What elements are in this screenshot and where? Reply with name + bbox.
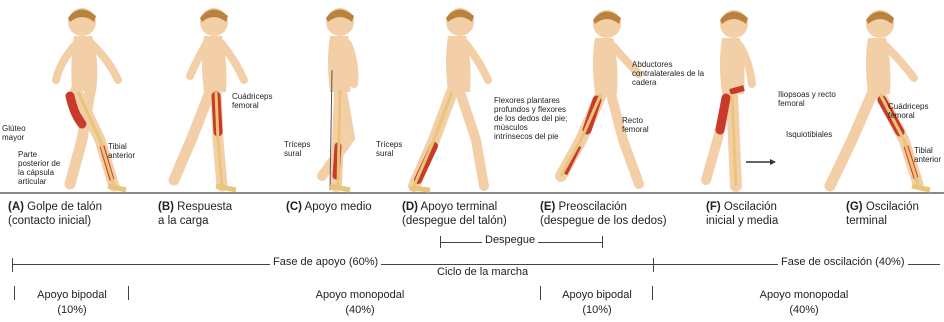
caption-e-letter: (E) bbox=[540, 201, 555, 213]
caption-c-title: Apoyo medio bbox=[305, 201, 372, 213]
support-monopodal-2-name: Apoyo monopodal bbox=[760, 289, 849, 301]
label-flexores-plantares: Flexores plantares profundos y flexores … bbox=[494, 96, 568, 141]
caption-g: (G) Oscilación terminal bbox=[846, 200, 919, 228]
fase-apoyo-label: Fase de apoyo (60%) bbox=[270, 256, 381, 268]
caption-g-subtitle: terminal bbox=[846, 215, 887, 227]
support-tick-1 bbox=[14, 286, 15, 300]
caption-a: (A) Golpe de talón (contacto inicial) bbox=[8, 200, 102, 228]
caption-d-letter: (D) bbox=[402, 201, 418, 213]
caption-f-letter: (F) bbox=[706, 201, 721, 213]
figure-c-mid-stance bbox=[290, 0, 400, 196]
caption-d-title: Apoyo terminal bbox=[421, 201, 498, 213]
caption-b-subtitle: a la carga bbox=[158, 215, 209, 227]
support-monopodal-1-pct: (40%) bbox=[345, 304, 374, 316]
caption-a-subtitle: (contacto inicial) bbox=[8, 215, 91, 227]
support-tick-4 bbox=[652, 286, 653, 300]
fase-tick-left bbox=[12, 258, 13, 272]
caption-c: (C) Apoyo medio bbox=[286, 200, 372, 214]
figure-g-terminal-swing bbox=[820, 0, 944, 196]
caption-b-title: Respuesta bbox=[177, 201, 232, 213]
support-monopodal-2-pct: (40%) bbox=[789, 304, 818, 316]
caption-e: (E) Preoscilación (despegue de los dedos… bbox=[540, 200, 667, 228]
caption-b: (B) Respuesta a la carga bbox=[158, 200, 232, 228]
support-tick-3 bbox=[540, 286, 541, 300]
label-cuadriceps-g: Cuádriceps femoral bbox=[888, 102, 942, 120]
label-triceps-c: Tríceps sural bbox=[284, 140, 320, 158]
support-tick-2 bbox=[128, 286, 129, 300]
label-gluteo-mayor: Glúteo mayor bbox=[2, 124, 36, 142]
label-abductores: Abductores contralaterales de la cadera bbox=[632, 60, 708, 87]
label-tibial-anterior-a: Tibial anterior bbox=[108, 142, 146, 160]
support-bipodal-1: Apoyo bipodal (10%) bbox=[18, 288, 126, 318]
caption-b-letter: (B) bbox=[158, 201, 174, 213]
caption-c-letter: (C) bbox=[286, 201, 302, 213]
support-monopodal-1: Apoyo monopodal (40%) bbox=[290, 288, 430, 318]
caption-a-letter: (A) bbox=[8, 201, 24, 213]
label-recto-femoral: Recto femoral bbox=[622, 116, 656, 134]
support-bipodal-1-name: Apoyo bipodal bbox=[37, 289, 107, 301]
support-bipodal-2-pct: (10%) bbox=[582, 304, 611, 316]
caption-a-title: Golpe de talón bbox=[27, 201, 102, 213]
figure-e-pre-swing bbox=[555, 0, 675, 196]
caption-f: (F) Oscilación inicial y media bbox=[706, 200, 778, 228]
caption-d-subtitle: (despegue del talón) bbox=[402, 215, 507, 227]
label-cuadriceps-b: Cuádriceps femoral bbox=[232, 92, 282, 110]
label-isquiotibiales: Isquiotibiales bbox=[786, 130, 846, 139]
label-triceps-d: Tríceps sural bbox=[376, 140, 412, 158]
caption-e-title: Preoscilación bbox=[559, 201, 627, 213]
support-monopodal-2: Apoyo monopodal (40%) bbox=[734, 288, 874, 318]
label-iliopsoas: Iliopsoas y recto femoral bbox=[778, 90, 838, 108]
caption-g-letter: (G) bbox=[846, 201, 863, 213]
support-monopodal-1-name: Apoyo monopodal bbox=[316, 289, 405, 301]
support-bipodal-1-pct: (10%) bbox=[57, 304, 86, 316]
label-tibial-anterior-g: Tibial anterior bbox=[914, 146, 944, 164]
fase-tick-mid bbox=[653, 258, 654, 272]
caption-f-title: Oscilación bbox=[724, 201, 777, 213]
ciclo-marcha-label: Ciclo de la marcha bbox=[434, 266, 531, 278]
despegue-label: Despegue bbox=[482, 234, 538, 246]
support-bipodal-2: Apoyo bipodal (10%) bbox=[544, 288, 650, 318]
support-bipodal-2-name: Apoyo bipodal bbox=[562, 289, 632, 301]
caption-f-subtitle: inicial y media bbox=[706, 215, 778, 227]
fase-oscilacion-label: Fase de oscilación (40%) bbox=[778, 256, 908, 268]
caption-d: (D) Apoyo terminal (despegue del talón) bbox=[402, 200, 507, 228]
despegue-tick-right bbox=[602, 236, 603, 248]
despegue-tick-left bbox=[440, 236, 441, 248]
caption-e-subtitle: (despegue de los dedos) bbox=[540, 215, 667, 227]
caption-g-title: Oscilación bbox=[866, 201, 919, 213]
label-capsula-articular: Parte posterior de la cápsula articular bbox=[18, 150, 68, 186]
